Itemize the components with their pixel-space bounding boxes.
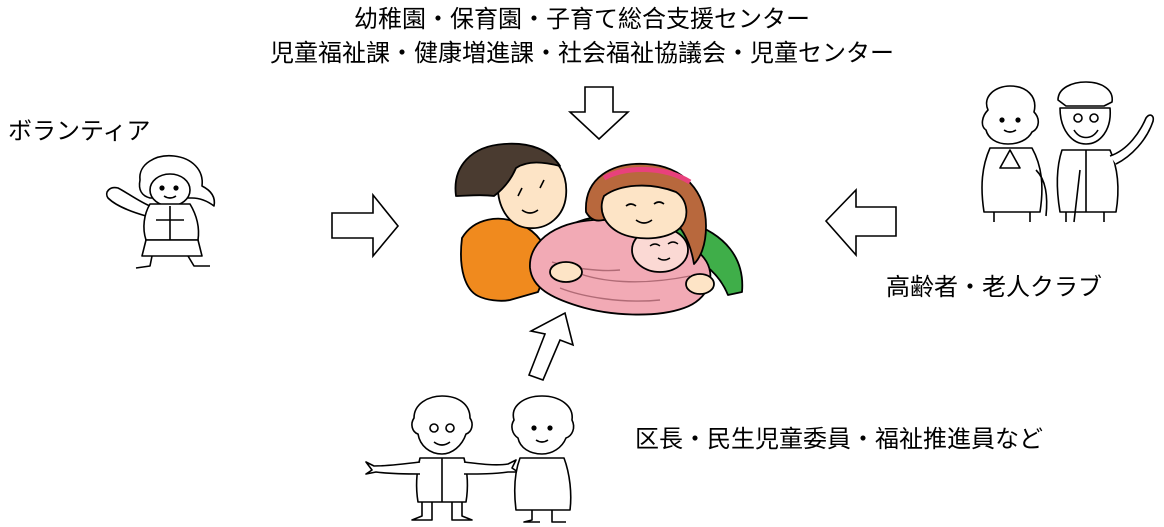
elderly-couple-illustration (981, 81, 1155, 223)
left-arrow-icon (824, 188, 897, 258)
volunteer-illustration (105, 155, 216, 269)
volunteer-label: ボランティア (8, 117, 151, 145)
community-leaders-illustration (365, 395, 575, 523)
elderly-label: 高齢者・老人クラブ (886, 273, 1102, 301)
up-arrow-icon (527, 311, 575, 382)
top-label-line2: 児童福祉課・健康増進課・社会福祉協議会・児童センター (270, 39, 894, 67)
community-leaders-label: 区長・民生児童委員・福祉推進員など (635, 425, 1043, 453)
right-arrow-icon (331, 192, 400, 259)
family-illustration (454, 142, 744, 316)
top-label-line1: 幼稚園・保育園・子育て総合支援センター (354, 5, 810, 33)
down-arrow-icon (567, 86, 631, 141)
